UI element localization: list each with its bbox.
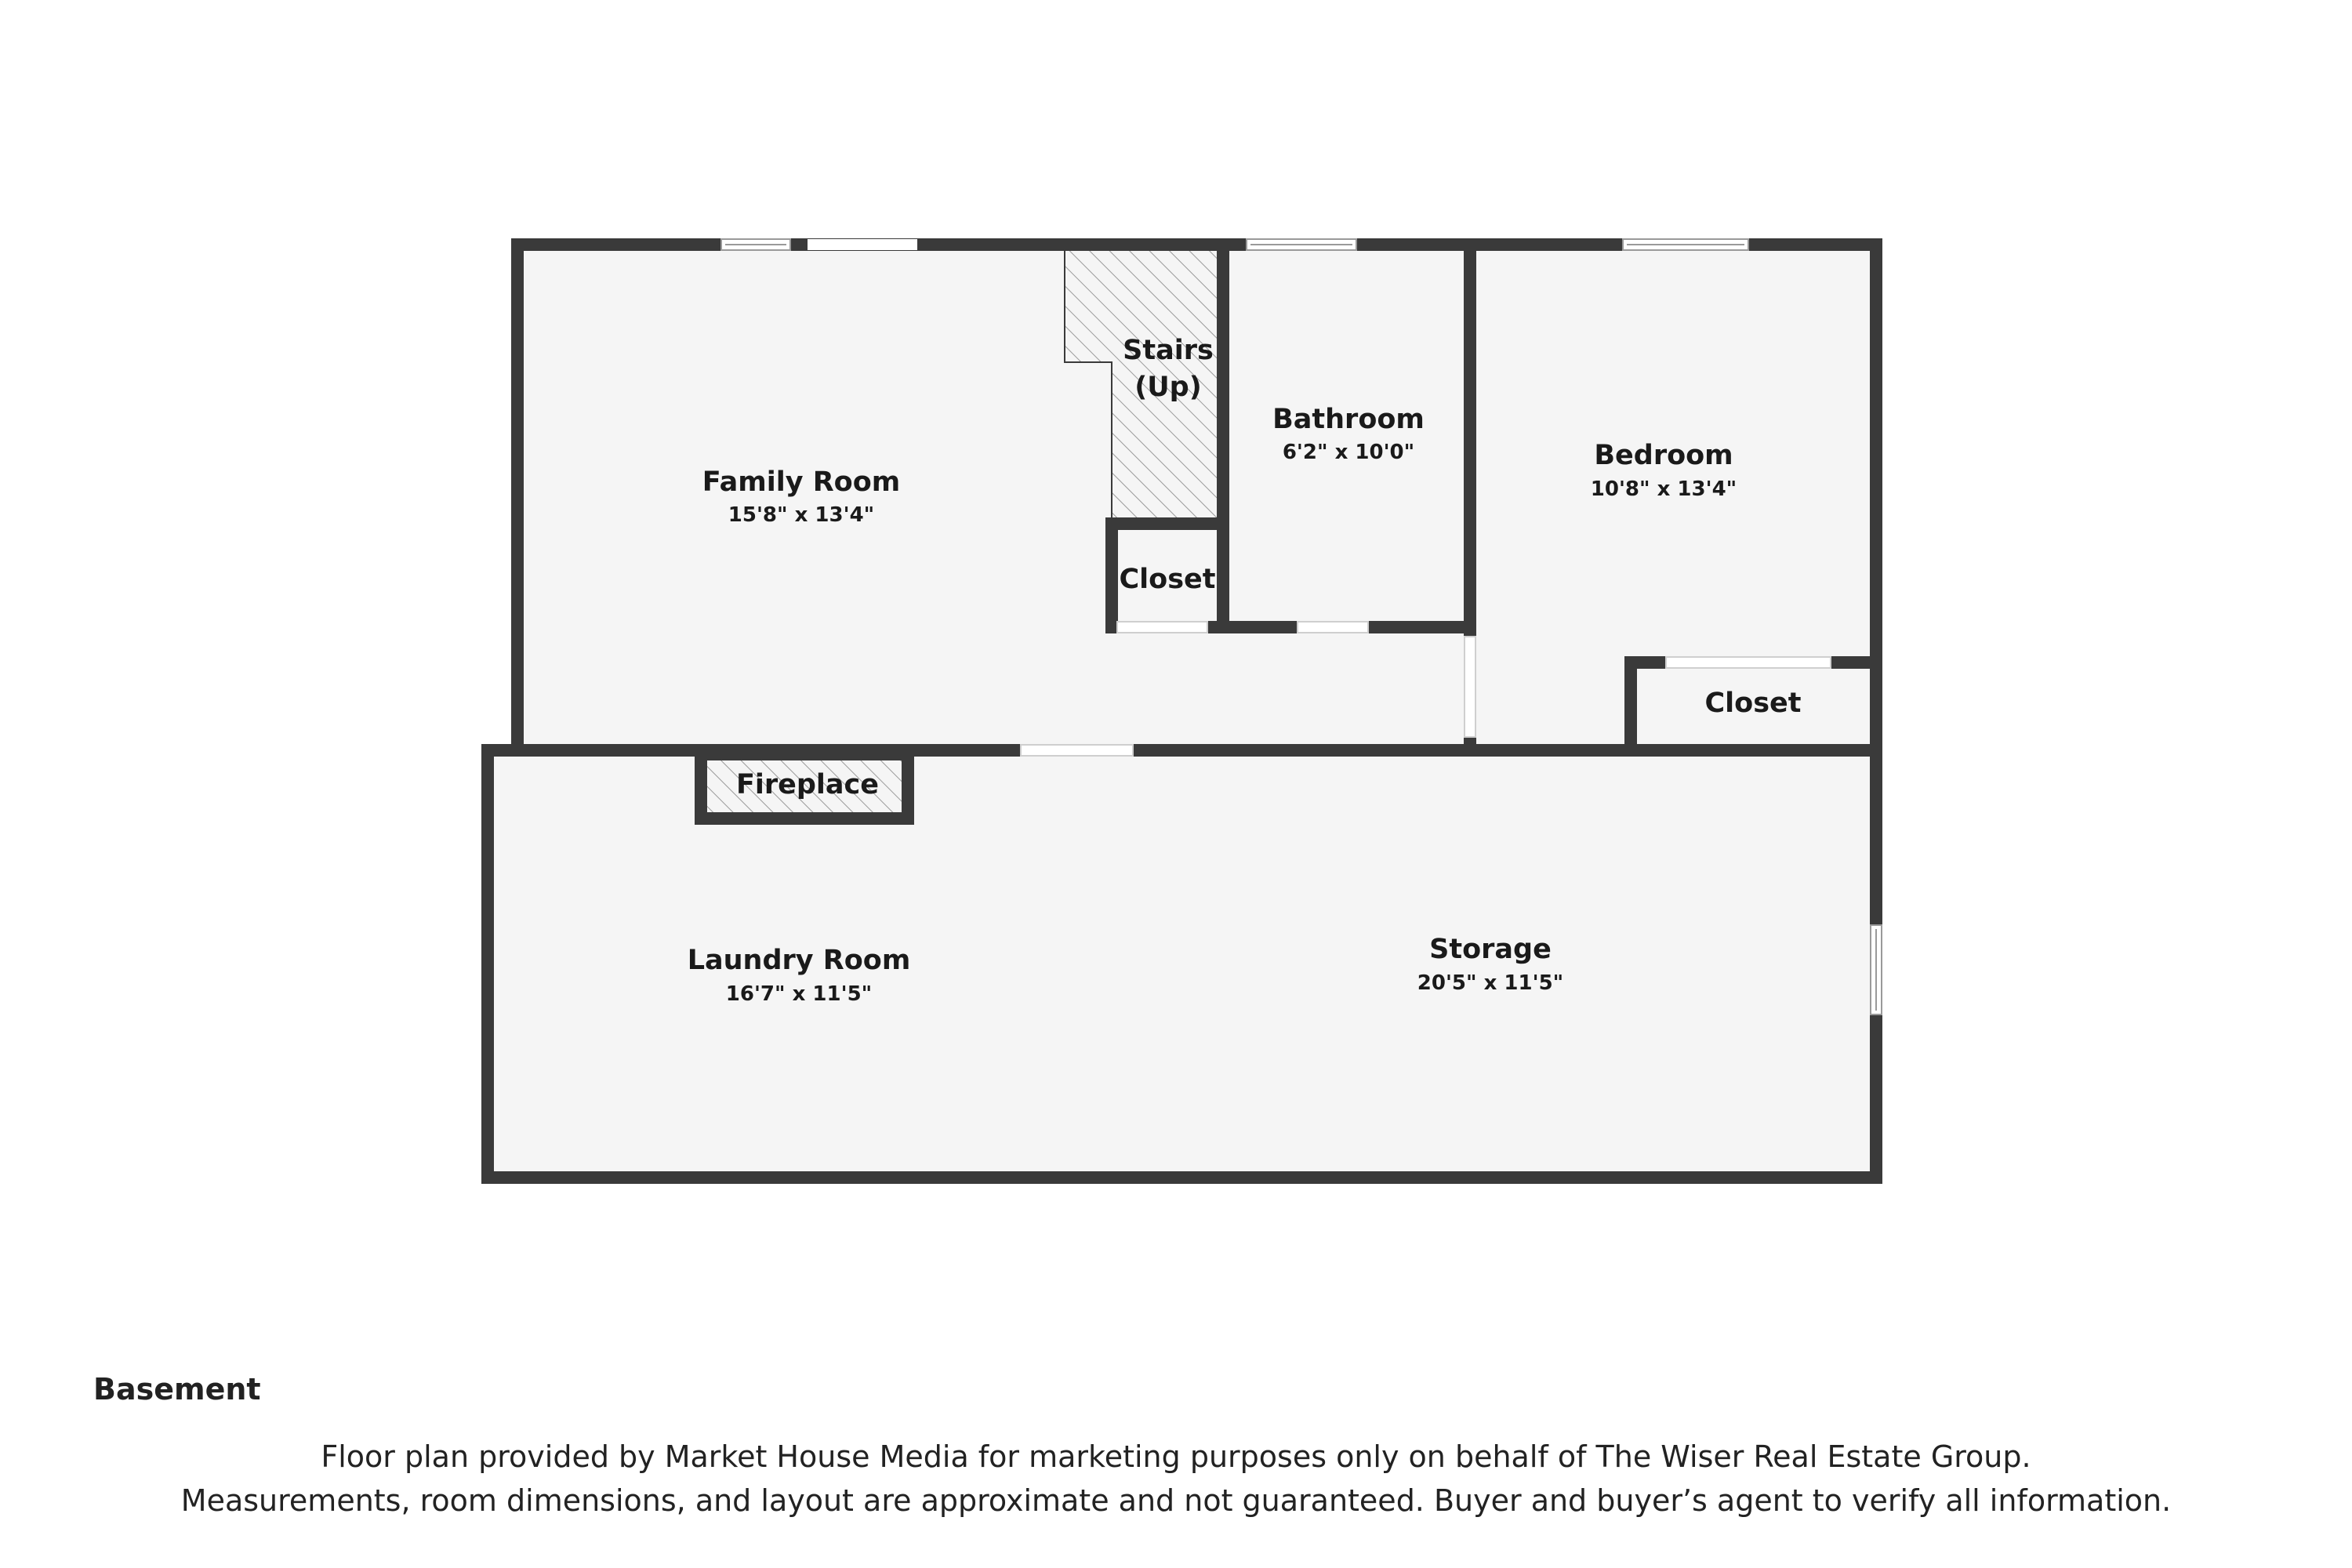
closet-hall-name: Closet — [1119, 564, 1215, 595]
stairs-label-1: Stairs — [1123, 335, 1214, 366]
doorway — [1020, 744, 1134, 757]
family-room-dims: 15'8" x 13'4" — [728, 503, 874, 527]
laundry-room-name: Laundry Room — [688, 945, 911, 976]
opening — [808, 239, 917, 250]
doorways — [1020, 621, 1831, 757]
storage-name: Storage — [1429, 934, 1552, 965]
disclaimer-line-2: Measurements, room dimensions, and layou… — [180, 1483, 2172, 1518]
stairs-label-2: (Up) — [1134, 372, 1201, 403]
room-labels: Family Room 15'8" x 13'4" Stairs (Up) Cl… — [688, 335, 1802, 1006]
floor-label: Basement — [93, 1372, 261, 1406]
laundry-room-dims: 16'7" x 11'5" — [726, 982, 872, 1006]
doorway — [1464, 636, 1476, 738]
fireplace-name: Fireplace — [736, 769, 879, 800]
bathroom-dims: 6'2" x 10'0" — [1283, 441, 1414, 464]
doorway — [1116, 621, 1208, 633]
bedroom-name: Bedroom — [1594, 440, 1733, 471]
doorway — [1297, 621, 1369, 633]
windows — [720, 238, 1882, 1015]
storage-dims: 20'5" x 11'5" — [1417, 971, 1563, 995]
bedroom-dims: 10'8" x 13'4" — [1591, 477, 1737, 501]
closet-bedroom-name: Closet — [1704, 688, 1801, 719]
doorway — [1665, 656, 1831, 669]
disclaimer-line-1: Floor plan provided by Market House Medi… — [321, 1439, 2031, 1474]
bathroom-name: Bathroom — [1272, 404, 1425, 435]
family-room-name: Family Room — [702, 466, 900, 498]
fireplace-area — [701, 754, 908, 817]
